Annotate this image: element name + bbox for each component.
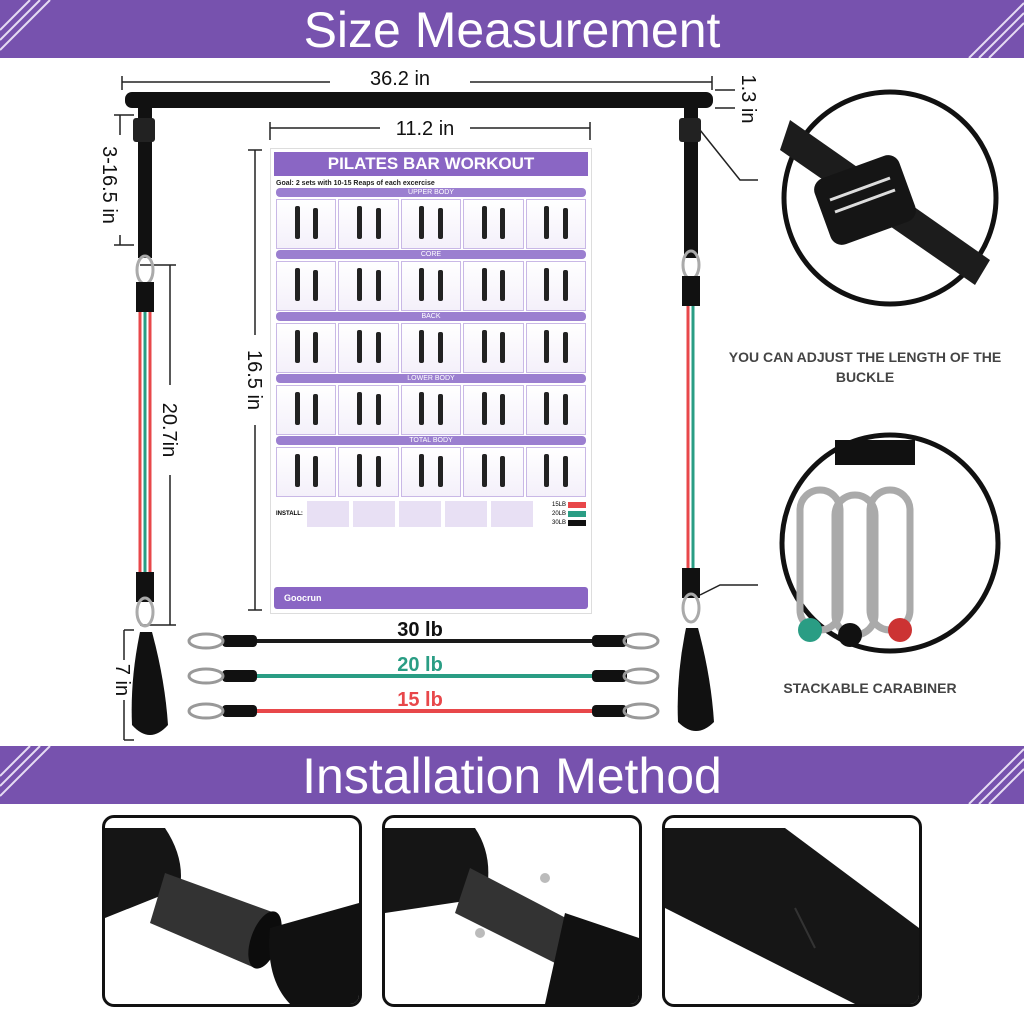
- strap-length-label: 3-16.5 in: [98, 146, 120, 224]
- product-diagram: 36.2 in 11.2 in 1.3 in 3-16.5 in 16.5 in…: [98, 68, 1001, 741]
- band-15lb: [187, 702, 660, 720]
- exercise-illustration: [400, 323, 462, 373]
- poster-band-key: 30LB: [552, 520, 586, 526]
- poster-section-header: TOTAL BODY: [276, 436, 586, 445]
- pilates-bar: [125, 92, 713, 108]
- band-end-cap: [592, 670, 627, 682]
- exercise-illustration: [463, 447, 524, 497]
- poster-brand-logo: Goocrun: [284, 593, 322, 603]
- poster-width-label: 11.2 in: [396, 118, 455, 140]
- bar-diameter-label: 1.3 in: [737, 75, 759, 124]
- exercise-illustration: [525, 447, 587, 497]
- exercise-illustration: [525, 261, 587, 311]
- carabiner-closeup: [779, 432, 1001, 654]
- exercise-illustration: [338, 385, 399, 435]
- exercise-illustration: [463, 199, 524, 249]
- install-step-2: [382, 815, 642, 1007]
- poster-title: PILATES BAR WORKOUT: [274, 152, 588, 176]
- exercise-illustration: [525, 199, 587, 249]
- poster-band-key: 20LB: [552, 511, 586, 517]
- carabiner-icon: [187, 667, 225, 685]
- size-measurement-banner: Size Measurement: [0, 0, 1024, 58]
- exercise-illustration: [276, 199, 337, 249]
- poster-band-key: 15LB: [552, 502, 586, 508]
- poster-section-header: BACK: [276, 312, 586, 321]
- exercise-illustration: [338, 323, 399, 373]
- carabiner-icon: [187, 632, 225, 650]
- exercise-illustration: [400, 385, 462, 435]
- stripe-decoration: [968, 2, 1024, 58]
- poster-section-header: UPPER BODY: [276, 188, 586, 197]
- exercise-grid: [276, 385, 587, 435]
- exercise-illustration: [276, 385, 337, 435]
- carabiner-icon: [622, 632, 660, 650]
- exercise-illustration: [525, 385, 587, 435]
- installation-banner: Installation Method: [0, 746, 1024, 804]
- poster-section: LOWER BODY: [276, 374, 587, 435]
- exercise-illustration: [276, 447, 337, 497]
- band-end-cap: [222, 635, 257, 647]
- resistance-bands: [187, 632, 660, 720]
- exercise-illustration: [276, 323, 337, 373]
- buckle-closeup: [780, 89, 999, 307]
- band-label-30lb: 30 lb: [397, 619, 443, 641]
- band-end-cap: [222, 705, 257, 717]
- band-end-cap: [592, 705, 627, 717]
- exercise-illustration: [525, 323, 587, 373]
- exercise-illustration: [400, 261, 462, 311]
- exercise-grid: [276, 323, 587, 373]
- bar-length-label: 36.2 in: [370, 68, 430, 90]
- poster-section-header: LOWER BODY: [276, 374, 586, 383]
- exercise-illustration: [338, 199, 399, 249]
- exercise-grid: [276, 199, 587, 249]
- poster-height-label: 16.5 in: [243, 350, 265, 410]
- poster-section: TOTAL BODY: [276, 436, 587, 497]
- poster-section-header: CORE: [276, 250, 586, 259]
- banner-title: Size Measurement: [303, 2, 721, 58]
- stripe-decoration: [0, 746, 51, 797]
- workout-poster: PILATES BAR WORKOUT Goal: 2 sets with 10…: [270, 148, 592, 614]
- poster-section: CORE: [276, 250, 587, 311]
- install-step-3: [662, 815, 922, 1007]
- stripe-decoration: [968, 748, 1024, 804]
- right-strap-assembly: [677, 108, 714, 731]
- carabiner-icon: [622, 667, 660, 685]
- exercise-illustration: [338, 261, 399, 311]
- left-strap-assembly: [131, 108, 168, 735]
- exercise-illustration: [463, 323, 524, 373]
- band-30lb: [187, 632, 660, 650]
- carabiner-caption: STACKABLE CARABINER: [783, 680, 957, 696]
- poster-goal: Goal: 2 sets with 10-15 Reaps of each ex…: [276, 180, 435, 187]
- carabiner-icon: [622, 702, 660, 720]
- stripe-decoration: [0, 0, 51, 51]
- exercise-grid: [276, 261, 587, 311]
- band-20lb: [187, 667, 660, 685]
- poster-section: UPPER BODY: [276, 188, 587, 249]
- carabiner-icon: [187, 702, 225, 720]
- poster-footer: Goocrun: [274, 587, 588, 609]
- poster-install-label: INSTALL:: [276, 511, 303, 517]
- exercise-illustration: [400, 199, 462, 249]
- band-end-cap: [222, 670, 257, 682]
- exercise-illustration: [463, 261, 524, 311]
- exercise-illustration: [338, 447, 399, 497]
- band-label-15lb: 15 lb: [397, 689, 443, 711]
- band-label-20lb: 20 lb: [397, 654, 443, 676]
- exercise-illustration: [463, 385, 524, 435]
- installation-title: Installation Method: [302, 748, 722, 804]
- exercise-grid: [276, 447, 587, 497]
- handle-length-label: 7 in: [111, 664, 133, 696]
- buckle-caption: YOU CAN ADJUST THE LENGTH OF THE BUCKLE: [728, 349, 1002, 385]
- exercise-illustration: [276, 261, 337, 311]
- exercise-illustration: [400, 447, 462, 497]
- install-step-1: [102, 815, 362, 1007]
- poster-section: BACK: [276, 312, 587, 373]
- band-end-cap: [592, 635, 627, 647]
- band-length-label: 20.7in: [158, 403, 180, 458]
